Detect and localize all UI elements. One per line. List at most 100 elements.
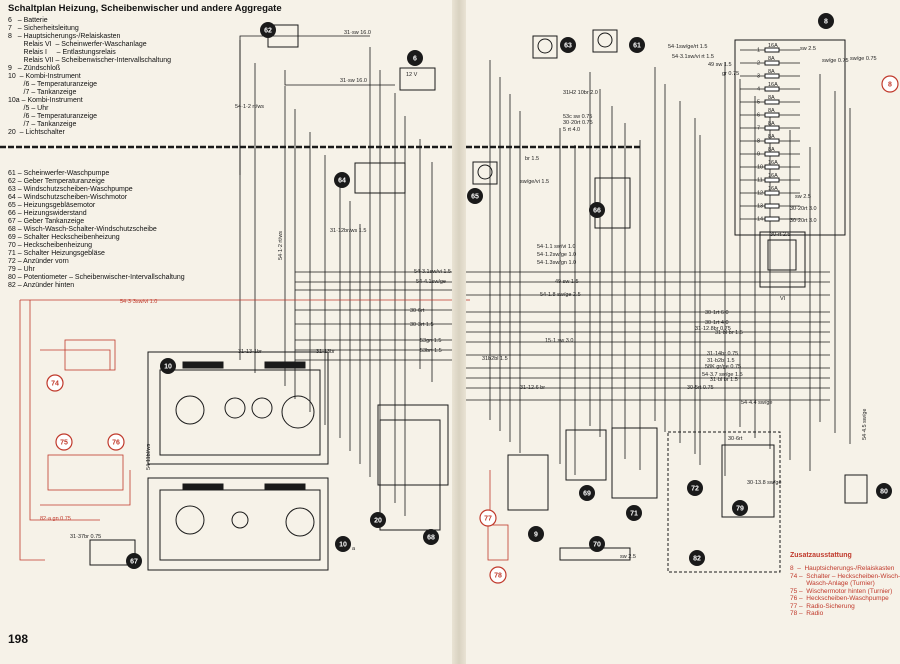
fuse-num-2: 3 (757, 74, 760, 80)
marker-c10a: 10 (335, 536, 351, 552)
marker-label-c8r: 8 (888, 82, 892, 89)
wire-label-w43: 30·1rt 4.0 (705, 320, 729, 326)
legend-top-item-7: 10 – Kombi-Instrument (8, 73, 81, 80)
fuse-num-13: 14 (757, 217, 763, 223)
marker-disc-c62 (260, 22, 276, 38)
marker-ring-c77 (479, 509, 497, 527)
fuse-num-7: 8 (757, 139, 760, 145)
wire-label-w39: 15·1 sw 3.0 (545, 338, 573, 344)
fuse-11 (764, 190, 780, 196)
wire-label-w55: 30·20rt 3.0 (790, 206, 817, 212)
marker-disc-c71 (626, 505, 642, 521)
marker-disc-c70 (589, 536, 605, 552)
marker-label-c70: 70 (593, 542, 601, 549)
motor-2 (477, 164, 493, 180)
legend-top-item-12: /6 – Temperaturanzeige (8, 113, 97, 120)
marker-c69: 69 (579, 485, 595, 501)
tank-sender-67 (89, 539, 136, 566)
potentiometer-80 (844, 474, 868, 504)
marker-disc-c10 (160, 358, 176, 374)
marker-disc-c63 (560, 37, 576, 53)
marker-c80: 80 (876, 483, 892, 499)
wire-label-w16: 82·a gn 0.75 (40, 516, 71, 522)
kombi-10a (147, 477, 329, 571)
marker-c6: 6 (407, 50, 423, 66)
legend-bottom-item-9: 70 – Heckscheibenheizung (8, 242, 93, 249)
marker-disc-c8 (818, 13, 834, 29)
motor-box-0 (532, 35, 558, 59)
wire-label-w40: 31b2bl 1.5 (482, 356, 508, 362)
fuse-0 (764, 47, 780, 53)
legend-top-item-4: Relais I – Entlastungsrelais (8, 49, 116, 56)
legend-top-item-10: 10a – Kombi-Instrument (8, 97, 83, 104)
marker-label-c74: 74 (51, 381, 59, 388)
gauge-10-3 (281, 395, 315, 429)
marker-c63: 63 (560, 37, 576, 53)
wire-label-w14: 31·13·1br (238, 349, 262, 355)
red-74 (40, 349, 111, 370)
wire-label-w57: 30·rt 2.5 (770, 232, 790, 238)
marker-label-c64: 64 (338, 178, 346, 185)
fuse-rating-0: 16A (768, 43, 778, 49)
marker-label-c61: 61 (633, 43, 641, 50)
marker-label-c79: 79 (736, 506, 744, 513)
marker-label-c82: 82 (693, 556, 701, 563)
book-gutter (452, 0, 466, 664)
gauge-10-0 (175, 395, 205, 425)
red-vert-2 (29, 300, 100, 521)
wire-label-w10: 30·6rt (410, 308, 425, 314)
marker-label-c65: 65 (471, 194, 479, 201)
red-82a (40, 470, 131, 506)
zusatz-box (667, 431, 781, 573)
wire-label-w38: 54·1.8 sw/ge 2.5 (540, 292, 581, 298)
marker-ring-c76 (107, 433, 125, 451)
marker-label-c63: 63 (564, 43, 572, 50)
fuse-num-12: 13 (757, 204, 763, 210)
wire-6 (284, 70, 395, 86)
legend-bottom-item-4: 65 – Heizungsgebläsemotor (8, 202, 96, 209)
legend-top-item-3: Relais VI – Scheinwerfer-Waschanlage (8, 41, 147, 48)
wire-label-w50: 31·bl br 1.5 (710, 377, 738, 383)
marker-disc-c65 (467, 188, 483, 204)
marker-c68: 68 (423, 529, 439, 545)
legend-top-item-14: 20 – Lichtschalter (8, 129, 65, 136)
legend-top-item-5: Relais VII – Scheibenwischer-Intervallsc… (8, 57, 172, 64)
marker-label-c20: 20 (374, 518, 382, 525)
marker-c8: 8 (818, 13, 834, 29)
fuse-num-3: 4 (757, 87, 760, 93)
fuse-9 (764, 164, 780, 170)
red-radio-78 (487, 524, 509, 561)
wire-label-w31: 5 rt 4.0 (563, 127, 580, 133)
marker-label-c8: 8 (824, 19, 828, 26)
fuse-6 (764, 125, 780, 131)
marker-c64: 64 (334, 172, 350, 188)
gauge-10-2 (251, 397, 273, 419)
switch-68 (379, 419, 441, 531)
marker-label-c66: 66 (593, 208, 601, 215)
fuse-num-5: 6 (757, 113, 760, 119)
fuse-rating-3: 16A (768, 82, 778, 88)
wire-label-w49: 54·3.7 sw/ge 1.5 (702, 372, 743, 378)
marker-ring-c8r (881, 75, 899, 93)
kombi-10-inner (159, 369, 321, 456)
marker-c67: 67 (126, 553, 142, 569)
component-boxes (89, 24, 868, 573)
motor-0 (537, 38, 553, 54)
marker-disc-c69 (579, 485, 595, 501)
wire-label-w21: 49 sw 1.5 (708, 62, 732, 68)
marker-label-c6: 6 (413, 56, 417, 63)
wire-label-w3: 54·1·2 rt/ws (235, 104, 264, 110)
wire-label-w56: 30·20rt 3.0 (790, 218, 817, 224)
fuse-num-10: 11 (757, 178, 763, 184)
red-vert-1 (19, 300, 45, 561)
wire-label-w59: 54·4.5 sw/ge (862, 409, 868, 441)
wire-label-w53: sw 2.5 (795, 194, 811, 200)
wire-62 (239, 35, 370, 60)
marker-label-c10a: 10 (339, 542, 347, 549)
marker-10a-suffix: a (352, 546, 356, 552)
marker-label-c80: 80 (880, 489, 888, 496)
fuse-rating-1: 8A (768, 56, 775, 62)
fuse-num-0: 1 (757, 48, 760, 54)
zusatz-title: Zusatzausstattung (790, 552, 852, 559)
wire-label-w41: 31·12.6 br (520, 385, 545, 391)
